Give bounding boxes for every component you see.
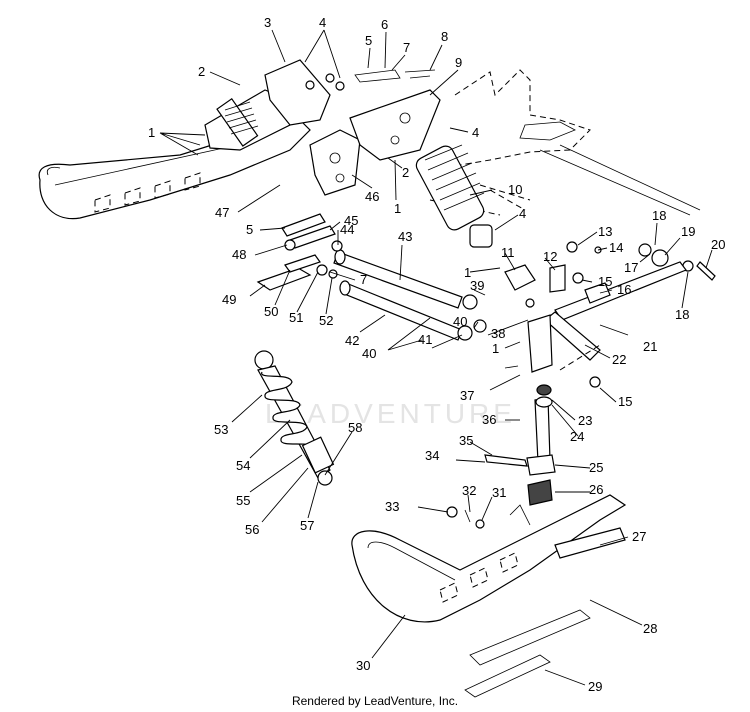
callout-labels: 1 2 3 4 5 6 7 8 9 4 2 46 1 47 10 4 5 45 … (148, 15, 725, 694)
callout-21: 21 (643, 339, 657, 354)
callout-52: 52 (319, 313, 333, 328)
callout-24: 24 (570, 429, 584, 444)
callout-22: 22 (612, 352, 626, 367)
lower-ski (351, 494, 627, 698)
callout-26: 26 (589, 482, 603, 497)
callout-57: 57 (300, 518, 314, 533)
callout-15: 15 (618, 394, 632, 409)
callout-27: 27 (632, 529, 646, 544)
ski-hardware (446, 506, 485, 529)
center-bracket (309, 129, 361, 196)
link-part-6 (354, 69, 401, 83)
callout-41: 41 (418, 332, 432, 347)
callout-2: 2 (198, 64, 205, 79)
callout-15: 15 (598, 274, 612, 289)
callout-35: 35 (459, 433, 473, 448)
callout-10: 10 (508, 182, 522, 197)
callout-30: 30 (356, 658, 370, 673)
callout-8: 8 (441, 29, 448, 44)
callout-46: 46 (365, 189, 379, 204)
callout-42: 42 (345, 333, 359, 348)
callout-54: 54 (236, 458, 250, 473)
callout-4: 4 (472, 125, 479, 140)
footer-credit: Rendered by LeadVenture, Inc. (291, 694, 459, 708)
callout-48: 48 (232, 247, 246, 262)
callout-25: 25 (589, 460, 603, 475)
callout-5: 5 (246, 222, 253, 237)
callout-40: 40 (453, 314, 467, 329)
callout-28: 28 (643, 621, 657, 636)
lower-shock-absorber (254, 350, 335, 486)
callout-20: 20 (711, 237, 725, 252)
spindle-arm (544, 261, 687, 388)
callout-1: 1 (148, 125, 155, 140)
callout-7: 7 (403, 40, 410, 55)
callout-1: 1 (394, 201, 401, 216)
callout-33: 33 (385, 499, 399, 514)
callout-32: 32 (462, 483, 476, 498)
callout-11: 11 (501, 245, 515, 260)
left-upper-shock (204, 59, 345, 151)
callout-31: 31 (492, 485, 506, 500)
callout-7: 7 (360, 272, 367, 287)
leader-lines (159, 29, 713, 686)
spindle-tube (484, 314, 556, 506)
callout-1: 1 (492, 341, 499, 356)
callout-38: 38 (491, 326, 505, 341)
callout-40: 40 (362, 346, 376, 361)
callout-9: 9 (455, 55, 462, 70)
callout-18: 18 (675, 307, 689, 322)
callout-23: 23 (578, 413, 592, 428)
callout-18: 18 (652, 208, 666, 223)
callout-12: 12 (543, 249, 557, 264)
callout-17: 17 (624, 260, 638, 275)
callout-5: 5 (365, 33, 372, 48)
bolt-8 (404, 69, 436, 79)
upper-link-plate (349, 89, 441, 161)
callout-49: 49 (222, 292, 236, 307)
callout-43: 43 (398, 229, 412, 244)
callout-36: 36 (482, 412, 496, 427)
mount-bracket-hardware (256, 213, 343, 291)
callout-51: 51 (289, 310, 303, 325)
callout-34: 34 (425, 448, 439, 463)
callout-1: 1 (464, 265, 471, 280)
pivot-parts (504, 264, 611, 308)
callout-2: 2 (402, 165, 409, 180)
callout-6: 6 (381, 17, 388, 32)
callout-56: 56 (245, 522, 259, 537)
a-arm-tubes (333, 249, 487, 341)
callout-37: 37 (460, 388, 474, 403)
callout-19: 19 (681, 224, 695, 239)
callout-13: 13 (598, 224, 612, 239)
right-upper-shock (415, 144, 526, 248)
callout-14: 14 (609, 240, 623, 255)
callout-53: 53 (214, 422, 228, 437)
callout-55: 55 (236, 493, 250, 508)
callout-29: 29 (588, 679, 602, 694)
callout-47: 47 (215, 205, 229, 220)
callout-4: 4 (519, 206, 526, 221)
callout-50: 50 (264, 304, 278, 319)
callout-45: 45 (344, 213, 358, 228)
callout-44: 44 (340, 222, 354, 237)
callout-58: 58 (348, 420, 362, 435)
callout-16: 16 (617, 282, 631, 297)
callout-4: 4 (319, 15, 326, 30)
callout-39: 39 (470, 278, 484, 293)
callout-3: 3 (264, 15, 271, 30)
